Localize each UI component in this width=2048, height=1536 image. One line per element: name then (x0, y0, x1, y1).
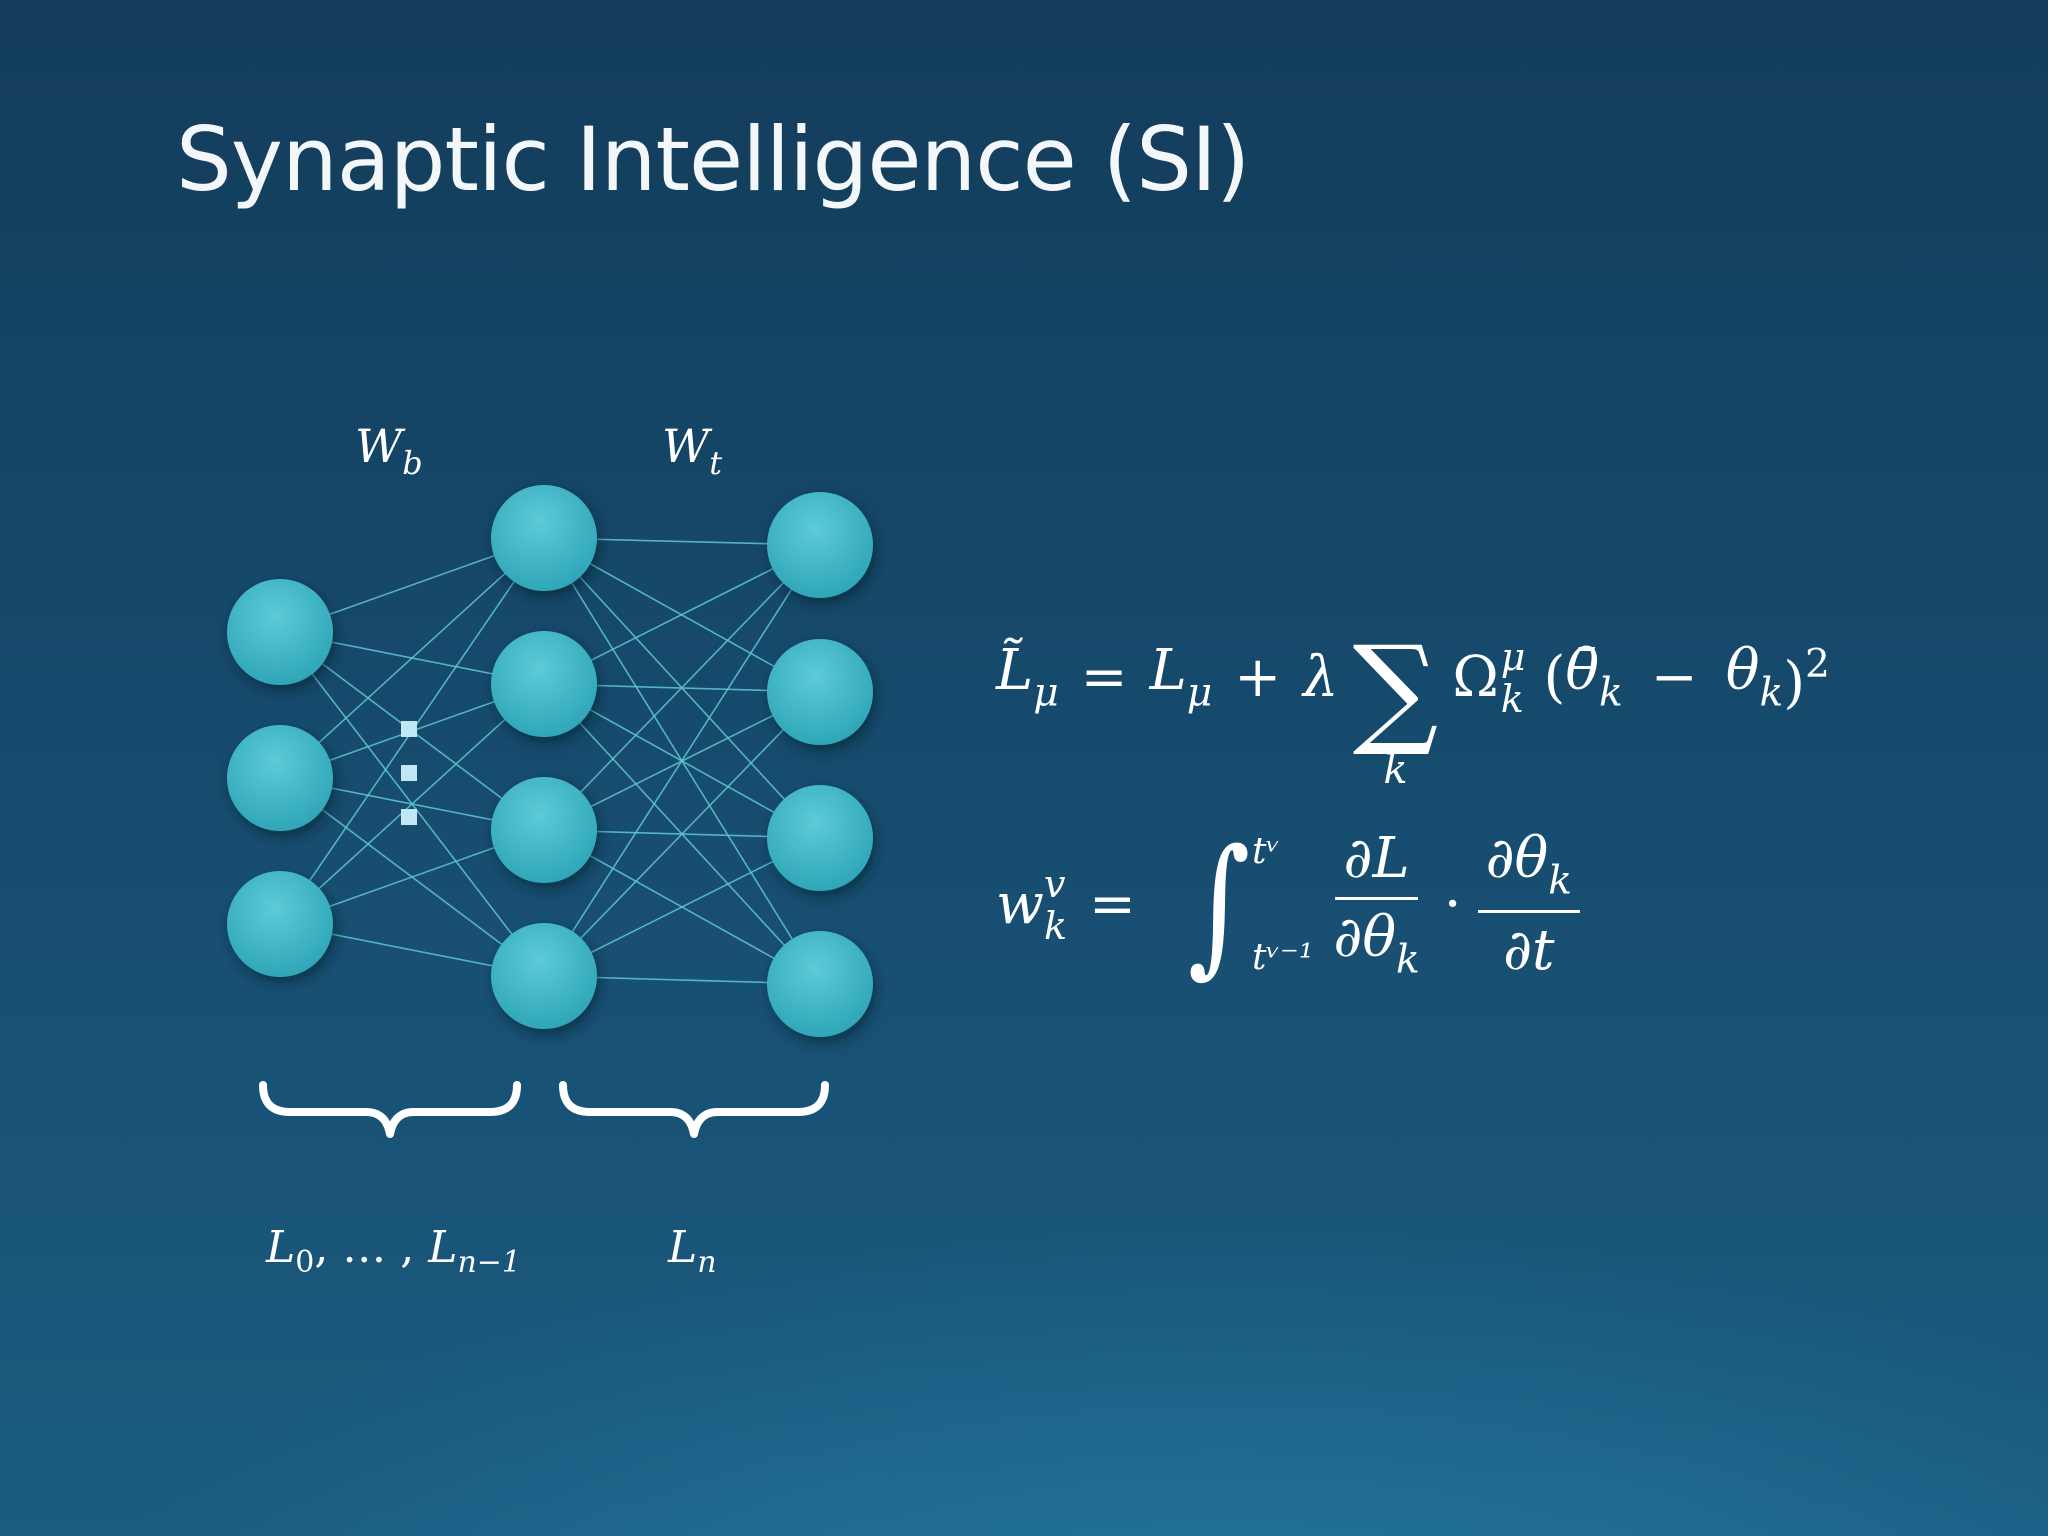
brace-top-layer (559, 1081, 829, 1138)
equation-regularized-loss: L̃μ = Lμ + λ ∑ k Ω μ k ( θ̄k − θk )2 (996, 600, 1830, 791)
eq1-plus: + (1234, 645, 1282, 710)
node-layer2-1 (767, 639, 873, 745)
eq1-theta-bar: θ̄k (1565, 638, 1623, 716)
node-layer1-2 (491, 777, 597, 883)
node-layer1-0 (491, 485, 597, 591)
node-layer2-2 (767, 785, 873, 891)
eq2-integral: ∫ tᵛ tᵛ⁻¹ (1187, 818, 1314, 992)
node-layer1-1 (491, 631, 597, 737)
brace-lower-layers (259, 1081, 521, 1138)
network-nodes (227, 485, 873, 1037)
eq1-close-paren: )2 (1783, 641, 1830, 716)
eq1-summation: ∑ k (1352, 621, 1439, 793)
eq2-dot: · (1443, 872, 1462, 937)
vertical-ellipsis (401, 721, 417, 825)
node-layer2-3 (767, 931, 873, 1037)
eq1-open-paren: ( (1543, 645, 1566, 710)
label-top-layer: Ln (667, 1222, 717, 1280)
label-wb: Wb (355, 419, 423, 482)
eq2-equals: = (1088, 872, 1136, 937)
network-edges (279, 537, 821, 985)
node-layer2-0 (767, 492, 873, 598)
eq1-lambda: λ (1303, 645, 1339, 710)
node-layer0-2 (227, 871, 333, 977)
edge-l1-n3-to-n1 (543, 691, 821, 977)
eq1-theta: θk (1725, 638, 1784, 716)
edge-l0-n1-to-n0 (279, 537, 545, 779)
eq1-lhs: L̃μ (996, 638, 1059, 716)
equation-path-integral: w v k = ∫ tᵛ tᵛ⁻¹ ∂L ∂θk · ∂θk ∂t (996, 830, 1586, 980)
eq2-lower-limit: tᵛ⁻¹ (1252, 937, 1314, 978)
node-layer0-1 (227, 725, 333, 831)
eq1-omega-indices: μ k (1500, 635, 1526, 721)
node-layer1-3 (491, 923, 597, 1029)
slide-title: Synaptic Intelligence (SI) (176, 108, 1250, 211)
eq1-loss-term: Lμ (1149, 638, 1213, 716)
edge-l0-n2-to-n1 (279, 683, 545, 925)
eq2-fraction-dl-dtheta: ∂L ∂θk (1333, 825, 1420, 983)
label-wt: Wt (662, 419, 722, 482)
edge-l1-n3-to-n0 (543, 544, 821, 977)
edge-l1-n2-to-n0 (543, 544, 821, 831)
node-layer0-0 (227, 579, 333, 685)
eq1-omega: Ω (1452, 645, 1499, 710)
eq2-upper-limit: tᵛ (1252, 831, 1280, 872)
eq1-equals: = (1080, 645, 1128, 710)
eq1-minus: − (1650, 645, 1698, 710)
eq2-lhs: w v k (996, 862, 1067, 948)
eq2-fraction-dtheta-dt: ∂θk ∂t (1477, 830, 1581, 980)
label-lower-layers: L0, … , Ln−1 (265, 1222, 521, 1280)
